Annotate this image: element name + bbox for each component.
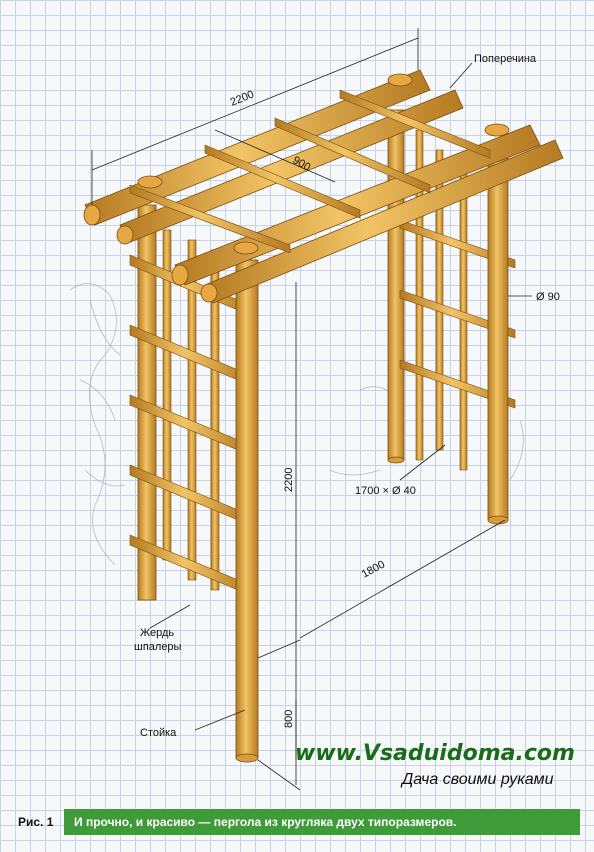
- label-trellis-rail: 1700 × Ø 40: [355, 485, 416, 497]
- roof-beams: [84, 69, 564, 304]
- label-trellis-pole-1: Жердь: [140, 627, 174, 639]
- label-post: Стойка: [140, 727, 177, 739]
- ground-sketch: [69, 283, 524, 566]
- dimension-lines: [91, 28, 506, 791]
- left-trellis-rails: [129, 254, 251, 596]
- watermark-site: www.Vsaduidoma.com: [295, 741, 575, 766]
- caption-text: И прочно, и красиво — пергола из кругляк…: [64, 809, 580, 835]
- beam-ends: [83, 73, 510, 303]
- left-trellis-poles: [162, 229, 220, 591]
- dim-height-2200: 2200: [283, 468, 295, 492]
- label-crossbar: Поперечина: [474, 53, 537, 65]
- back-right-post: [387, 109, 405, 464]
- figure-caption: Рис. 1 И прочно, и красиво — пергола из …: [0, 806, 594, 838]
- label-diameter-90: Ø 90: [536, 291, 560, 303]
- cross-bars: [129, 89, 491, 254]
- label-trellis-pole-2: шпалеры: [134, 641, 182, 653]
- dim-depth-800: 800: [283, 710, 295, 728]
- front-right-post: [487, 144, 509, 525]
- watermark-tagline: Дача своими руками: [400, 771, 554, 788]
- leader-lines: [149, 62, 532, 731]
- dim-width-1800: 1800: [360, 559, 387, 581]
- figure-number: Рис. 1: [18, 815, 54, 829]
- front-left-post: [235, 259, 259, 763]
